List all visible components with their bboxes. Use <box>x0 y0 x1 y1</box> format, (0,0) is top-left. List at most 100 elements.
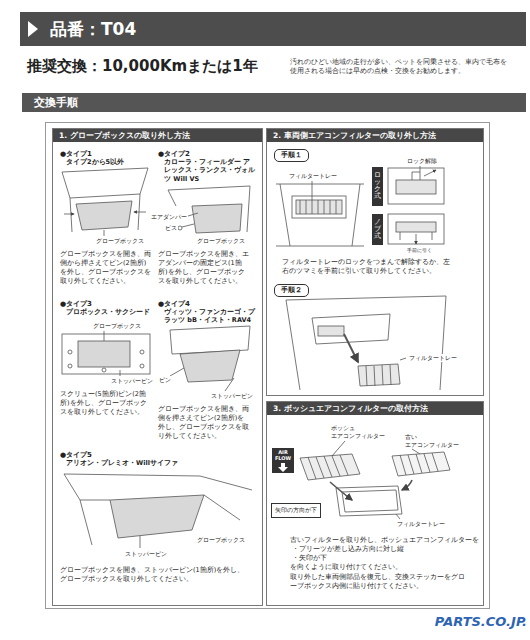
glovebox-type2-part <box>168 186 250 232</box>
glovebox-type3-part <box>68 350 72 354</box>
type-heading: ●タイプ1 <box>60 149 92 159</box>
lock-detail <box>388 166 444 204</box>
title-text: 品番：T04 <box>50 12 136 46</box>
glovebox-type1-part <box>104 230 105 236</box>
triangle-icon <box>28 21 38 37</box>
glovebox-type4-part <box>170 368 184 376</box>
panel-heading: 1. グローブボックスの取り外し方法 <box>53 129 262 142</box>
glovebox-type2-part <box>178 226 182 230</box>
lock-detail-part <box>396 180 436 194</box>
instruction-text: 古いフィルターを取り外し、ボッシュエアコンフィルターを <box>290 536 479 545</box>
part-label: グローブボックス <box>196 237 246 245</box>
glovebox-type5-part <box>140 536 141 548</box>
tray-removal-figure-part <box>358 364 400 386</box>
instruction-text: ・プリーツが差し込み方向に対し縦 <box>292 545 404 554</box>
part-label: グローブボックス <box>92 322 142 330</box>
glovebox-type2-part <box>192 204 242 233</box>
section-band: 交換手順 <box>22 93 526 112</box>
glovebox-type2-part <box>188 213 198 216</box>
instruction-text: グローブボックスを開き、ストッパーピン(1箇所)を外し、グローブボックスを取り外… <box>60 566 250 584</box>
part-label: ストッパーピン <box>124 550 168 558</box>
part-label: ボッシュ エアコンフィルター <box>330 424 390 439</box>
filter-install-figure <box>300 441 450 519</box>
part-label: フィルタートレー <box>396 520 446 528</box>
down-arrow-icon <box>278 463 288 472</box>
method-band: ロック式 <box>372 167 383 206</box>
glovebox-type3-part <box>140 350 144 354</box>
type-heading: ●タイプ4 <box>158 299 190 309</box>
glovebox-type1-part <box>64 214 74 215</box>
glovebox-type3-part <box>140 364 144 368</box>
filter-slot-figure <box>276 181 364 246</box>
glovebox-type2 <box>168 186 250 233</box>
glovebox-type1-part <box>76 201 132 230</box>
part-label: ストッパーピン <box>110 377 154 385</box>
part-label: エアダンパー <box>150 213 188 221</box>
model-list: カローラ・フィールダー アレックス・ランクス・ヴォルツ Will VS <box>164 158 256 183</box>
node-text: 手順１ <box>281 151 302 160</box>
glovebox-type5 <box>64 474 252 548</box>
title-band: 品番：T04 <box>20 12 526 46</box>
model-list: アリオン・プレミオ・Willサイファ <box>66 459 178 467</box>
tray-removal-figure-part <box>400 358 406 360</box>
glovebox-type3-part <box>104 331 105 341</box>
tray-removal-figure-part <box>286 296 446 390</box>
part-label: ストッパーピン <box>210 392 254 400</box>
glovebox-type4-part <box>180 350 240 382</box>
note-box: 矢印の方向が下 <box>271 503 321 518</box>
glovebox-type2-part <box>182 224 194 227</box>
filter-install-figure-part <box>336 486 402 516</box>
panel-heading: 2. 車両側エアコンフィルターの取り外し方法 <box>267 129 483 142</box>
type-heading: ●タイプ3 <box>60 299 92 309</box>
part-label: ロック解除 <box>406 157 438 165</box>
tray-removal-figure <box>286 296 446 390</box>
glovebox-type3-part <box>120 370 121 376</box>
recommendation-text: 推奨交換：10,000Kmまたは1年 <box>27 57 258 76</box>
glovebox-type1 <box>62 168 148 236</box>
filter-install-figure-part <box>300 454 360 480</box>
instruction-text: スクリュー(5箇所)ピン(2箇所)を外し、グローブボックスを取り外してください。 <box>60 390 152 417</box>
step-badge: 手順２ <box>274 284 309 297</box>
outer-frame <box>46 123 490 609</box>
lock-detail-part <box>388 168 444 204</box>
filter-slot-figure-part <box>292 196 346 218</box>
glovebox-type1-part <box>134 212 146 213</box>
filter-slot-figure-part <box>300 200 336 214</box>
filter-install-figure-part <box>396 514 400 519</box>
filter-install-figure-part <box>402 480 412 490</box>
knob-detail-part <box>396 222 436 232</box>
filter-slot-figure-part <box>312 181 313 200</box>
instruction-text: ・矢印が下 <box>292 554 327 563</box>
glovebox-type3-part <box>62 334 150 374</box>
tray-removal-figure-part <box>318 326 344 336</box>
glovebox-type3-part <box>68 364 72 368</box>
node-text: 手順２ <box>281 286 302 295</box>
down-arrow <box>278 463 288 472</box>
part-label: グローブボックス <box>196 536 246 544</box>
title-triangle <box>28 21 38 37</box>
instruction-text: フィルタートレーのロックをつまんで解除するか、左右のツマミを手前に引いて取り外し… <box>282 258 454 276</box>
glovebox-type3-part <box>102 368 106 372</box>
filter-install-figure-part <box>400 453 438 475</box>
filter-install-figure-part <box>308 455 348 479</box>
part-label: 古い エアコンフィルター <box>404 433 464 448</box>
instruction-text: グローブボックスを開き、両側を押さえてピン(2箇所)を外し、グローブボックスを取… <box>158 405 250 441</box>
method-band: ノブ式 <box>372 214 383 245</box>
lock-detail-part <box>412 172 420 180</box>
step-badge: 手順１ <box>274 149 309 162</box>
instruction-text: グローブボックスを開き、両側から押さえてピン(2箇所)を外し、グローブボックスを… <box>60 250 152 286</box>
lock-detail-part <box>420 166 421 172</box>
filter-install-figure-part <box>412 449 420 454</box>
glovebox-type4-part <box>225 378 234 391</box>
instruction-text: グローブボックスを開き、エアダンパーの固定ビス(1箇所)を外し、グローブボックス… <box>158 250 250 286</box>
filter-slot-figure-part <box>276 184 364 246</box>
tray-removal-figure-part <box>344 334 358 362</box>
part-label: ビス <box>164 224 178 232</box>
part-label: フィルタートレー <box>408 354 458 362</box>
knob-detail <box>388 214 444 244</box>
node-text: 矢印の方向が下 <box>275 506 317 515</box>
glovebox-type5-part <box>110 495 204 538</box>
procedure-panel: 1. グローブボックスの取り外し方法 <box>52 128 263 606</box>
filter-slot-figure-part <box>296 200 342 214</box>
